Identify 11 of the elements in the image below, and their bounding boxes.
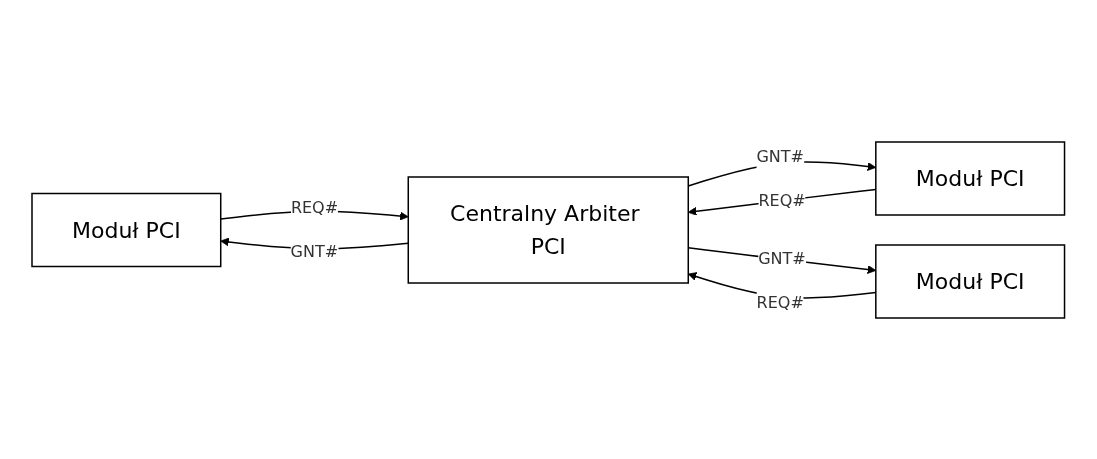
edge-label: GNT# — [290, 241, 339, 261]
arrow — [688, 188, 877, 216]
edge-label: REQ# — [756, 292, 805, 312]
edge-label: GNT# — [756, 146, 805, 166]
edge-label: GNT# — [758, 248, 806, 268]
node-box: Moduł PCI — [875, 140, 1066, 216]
node-box: Moduł PCI — [31, 192, 222, 267]
edge-label: REQ# — [291, 197, 339, 217]
node-box: Centralny Arbiter PCI — [407, 175, 690, 284]
node-box: Moduł PCI — [875, 243, 1066, 319]
edge-label: REQ# — [758, 190, 806, 209]
